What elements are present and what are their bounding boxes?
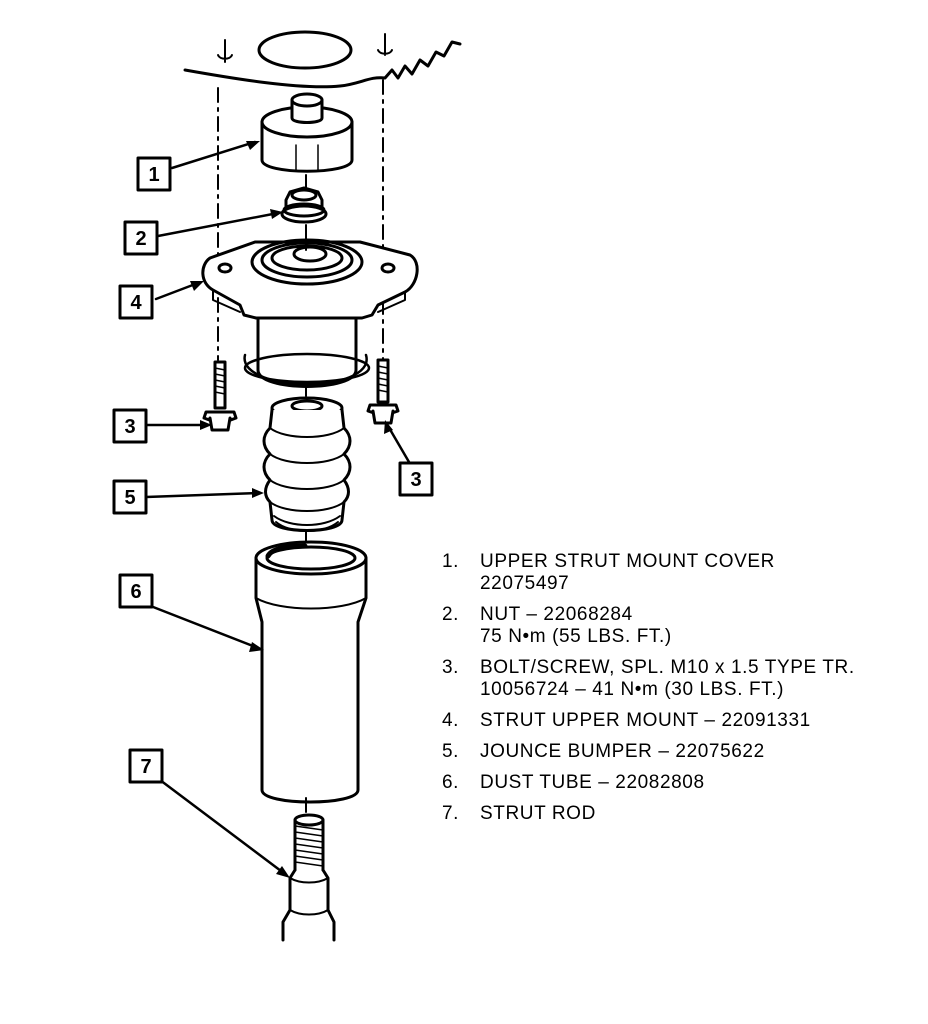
panel-hole [257, 30, 353, 70]
callout-3-left: 3 [124, 416, 135, 438]
leader-arrowheads [190, 141, 393, 878]
legend-text: STRUT ROD [480, 803, 596, 824]
legend-number: 7. [442, 803, 460, 824]
leader-lines [144, 140, 418, 876]
legend-item-3: 3. BOLT/SCREW, SPL. M10 x 1.5 TYPE TR. 1… [442, 657, 922, 701]
legend-item-1: 1. UPPER STRUT MOUNT COVER 22075497 [442, 551, 922, 595]
legend-text: BOLT/SCREW, SPL. M10 x 1.5 TYPE TR. [480, 657, 855, 678]
legend-number: 4. [442, 710, 460, 731]
nut [280, 186, 328, 224]
legend-item-7: 7. STRUT ROD [442, 803, 922, 825]
callout-5: 5 [124, 487, 135, 509]
bolt-left [202, 360, 238, 432]
legend-text: NUT – 22068284 [480, 604, 633, 625]
bolt-right [366, 358, 400, 425]
legend-number: 3. [442, 657, 460, 678]
body-panel [183, 30, 462, 89]
legend-text: 10056724 – 41 N•m (30 LBS. FT.) [480, 679, 785, 700]
legend-text: STRUT UPPER MOUNT – 22091331 [480, 710, 811, 731]
legend-text: 75 N•m (55 LBS. FT.) [480, 626, 672, 647]
legend-number: 6. [442, 772, 460, 793]
legend-text: 22075497 [480, 573, 570, 594]
callout-6: 6 [130, 581, 141, 603]
legend-number: 2. [442, 604, 460, 625]
strut-upper-mount [201, 227, 419, 388]
callout-3-right: 3 [410, 469, 421, 491]
legend-text: JOUNCE BUMPER – 22075622 [480, 741, 765, 762]
legend-item-6: 6. DUST TUBE – 22082808 [442, 772, 922, 794]
legend-item-2: 2. NUT – 22068284 75 N•m (55 LBS. FT.) [442, 604, 922, 648]
parts-legend: 1. UPPER STRUT MOUNT COVER 22075497 2. N… [442, 551, 922, 834]
legend-text: UPPER STRUT MOUNT COVER [480, 551, 775, 572]
strut-rod [281, 813, 336, 942]
callout-4: 4 [130, 292, 142, 314]
callout-boxes [112, 156, 434, 784]
legend-number: 1. [442, 551, 460, 572]
jounce-bumper [262, 396, 352, 532]
legend-item-4: 4. STRUT UPPER MOUNT – 22091331 [442, 710, 922, 732]
legend-text: DUST TUBE – 22082808 [480, 772, 705, 793]
dust-tube [254, 540, 368, 804]
callout-7: 7 [140, 756, 151, 778]
upper-strut-mount-cover [260, 92, 354, 173]
callout-1: 1 [148, 164, 159, 186]
callout-2: 2 [135, 228, 146, 250]
legend-item-5: 5. JOUNCE BUMPER – 22075622 [442, 741, 922, 763]
legend-number: 5. [442, 741, 460, 762]
